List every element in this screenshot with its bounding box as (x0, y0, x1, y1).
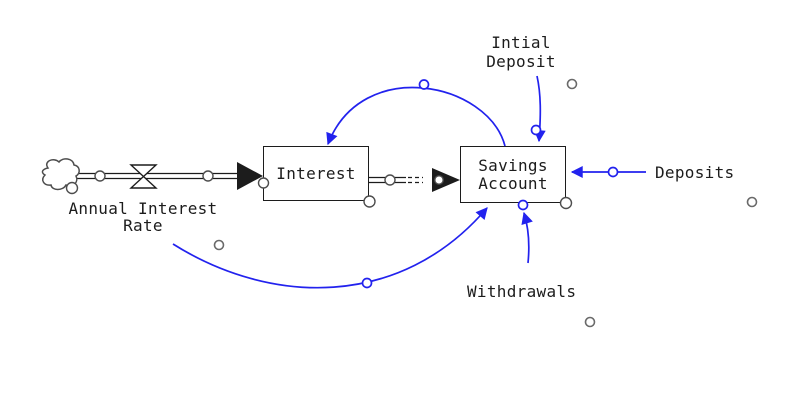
interest-box-edge-handle[interactable] (257, 177, 270, 189)
pipe-handle[interactable] (94, 170, 106, 182)
handle-dot[interactable] (746, 196, 758, 208)
link-savings-to-interest[interactable] (326, 86, 506, 147)
link-rate-to-savings[interactable] (172, 207, 488, 289)
link-handle[interactable] (418, 79, 430, 90)
cloud-port-handle[interactable] (65, 181, 79, 195)
interest-box-label[interactable]: Interest (276, 163, 356, 183)
flow-pipe-interest-to-savings[interactable] (369, 176, 423, 184)
savings-box-corner-handle[interactable] (559, 196, 573, 210)
label-deposits[interactable]: Deposits (655, 163, 735, 182)
flow-valve-icon[interactable] (129, 164, 158, 189)
pipe-handle[interactable] (202, 170, 214, 182)
link-handle[interactable] (517, 199, 529, 211)
label-initial-deposit[interactable]: Intial Deposit (486, 33, 556, 71)
handle-dot[interactable] (584, 316, 596, 328)
link-withdrawals-to-savings[interactable] (521, 211, 533, 264)
label-annual-interest-rate[interactable]: Annual Interest Rate (68, 199, 218, 235)
savings-account-box-label[interactable]: Savings Account (478, 155, 548, 193)
interest-box[interactable] (263, 146, 369, 201)
flow-arrowhead-into-savings (432, 168, 460, 192)
link-handle[interactable] (607, 166, 619, 178)
interest-box-corner-handle[interactable] (363, 195, 376, 208)
flow-arrowhead-into-interest (237, 162, 263, 190)
savings-account-box[interactable] (460, 146, 566, 203)
label-withdrawals[interactable]: Withdrawals (467, 282, 577, 301)
handle-dot[interactable] (213, 239, 225, 251)
link-handle[interactable] (530, 124, 542, 136)
arrowhead-port-handle[interactable] (434, 175, 444, 185)
pipe-handle[interactable] (384, 174, 396, 186)
handle-dot[interactable] (566, 78, 578, 90)
link-handle[interactable] (361, 277, 373, 289)
